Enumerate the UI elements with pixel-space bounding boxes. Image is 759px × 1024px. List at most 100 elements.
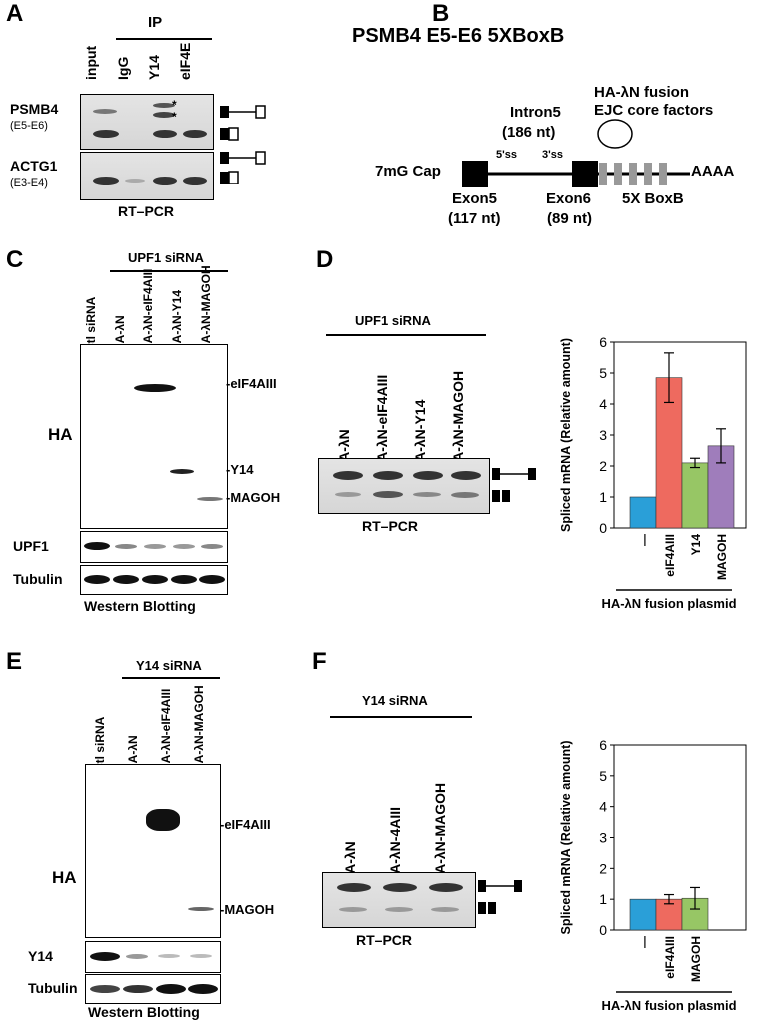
unspliced-icon [220, 105, 266, 119]
x-tick-label: eIF4AIII [663, 936, 677, 979]
band [431, 907, 459, 912]
ejc-factor-circle [597, 119, 633, 149]
band [173, 544, 195, 549]
band [156, 984, 186, 994]
panel-f-sirna: Y14 siRNA [362, 693, 428, 708]
band [188, 984, 218, 994]
band [93, 177, 119, 185]
panel-label-c: C [6, 246, 24, 273]
spliced-icon [220, 171, 239, 184]
spliced-icon [492, 490, 510, 502]
ss3-label: 3'ss [542, 149, 563, 161]
band [153, 112, 175, 118]
polya-label: AAAA [691, 163, 735, 180]
band [183, 130, 207, 138]
row-sublabel-actg1: (E3-E4) [10, 177, 48, 189]
exon5-length: (117 nt) [448, 210, 501, 227]
blot-y14 [85, 941, 221, 973]
bar [707, 445, 735, 529]
y-tick-label: 0 [599, 520, 607, 536]
y-tick-label: 3 [599, 830, 607, 846]
lane-label: HA-λN-MAGOH [199, 265, 213, 352]
band [90, 952, 120, 961]
x-tick-label: — [637, 936, 651, 948]
band [337, 883, 371, 892]
x-tick-label: Y14 [689, 534, 703, 556]
exon6-box [572, 161, 598, 187]
band [84, 542, 110, 550]
band [385, 907, 413, 912]
band [201, 544, 223, 549]
band [125, 179, 145, 183]
exon5-box [462, 161, 488, 187]
boxb-element [629, 163, 637, 185]
panel-f-footer: RT–PCR [356, 932, 413, 948]
y-tick-label: 4 [599, 396, 607, 412]
panel-label-d: D [316, 246, 334, 273]
boxb-label: 5X BoxB [622, 190, 684, 207]
band [190, 954, 212, 958]
ip-bracket-line [116, 38, 212, 40]
band [93, 130, 119, 138]
lane-label: HA-λN-MAGOH [432, 782, 448, 884]
band [451, 492, 479, 498]
fusion-label-2: EJC core factors [594, 102, 714, 119]
lane-label: HA-λN-eIF4AIII [141, 268, 155, 352]
gel-psmb4 [80, 94, 214, 150]
bar [629, 898, 657, 931]
y-axis-label: Spliced mRNA (Relative amount) [559, 338, 573, 532]
panel-e-sirna: Y14 siRNA [136, 658, 202, 673]
panel-c-footer: Western Blotting [84, 598, 196, 614]
band [142, 575, 168, 584]
sirna-bracket-line [122, 677, 220, 679]
row-label-tubulin-e: Tubulin [28, 980, 78, 996]
boxb-element [599, 163, 607, 185]
band [84, 575, 110, 584]
band [451, 471, 481, 480]
row-sublabel-psmb4: (E5-E6) [10, 120, 48, 132]
boxb-element [614, 163, 622, 185]
x-tick-label: — [637, 534, 651, 546]
band [188, 907, 214, 911]
band [115, 544, 137, 549]
construct-diagram [462, 119, 690, 187]
blot-upf1 [80, 531, 228, 563]
band [153, 177, 177, 185]
band [183, 177, 207, 185]
row-label-y14: Y14 [28, 948, 53, 964]
panel-e-footer: Western Blotting [88, 1004, 200, 1020]
band [335, 492, 361, 497]
sirna-bracket-line [110, 270, 228, 272]
band [383, 883, 417, 892]
marker-eif4aiii-c: -eIF4AIII [226, 376, 277, 391]
lane-label: HA-λN-MAGOH [450, 370, 466, 472]
lane-label-eif4e: eIF4E [177, 42, 193, 80]
cap-label: 7mG Cap [375, 163, 441, 180]
x-axis-label: HA-λN fusion plasmid [601, 596, 736, 611]
y-tick-label: 1 [599, 891, 607, 907]
star-1: * [172, 98, 177, 112]
row-label-upf1: UPF1 [13, 538, 49, 554]
y-tick-label: 6 [599, 737, 607, 753]
exon6-name: Exon6 [546, 190, 592, 207]
spliced-icon [478, 902, 496, 914]
x-tick-label: MAGOH [689, 936, 703, 982]
lane-label-igg: IgG [115, 56, 131, 80]
y-tick-label: 4 [599, 799, 607, 815]
spliced-icon [220, 127, 239, 141]
band [197, 497, 223, 501]
boxb-element [644, 163, 652, 185]
panel-label-a: A [6, 0, 24, 27]
splice-icons-d [492, 468, 536, 502]
bar [629, 496, 657, 529]
construct-title: PSMB4 E5-E6 5XBoxB [352, 25, 565, 47]
fusion-label-1: HA-λN fusion [594, 84, 689, 101]
y-tick-label: 5 [599, 365, 607, 381]
boxb-element [659, 163, 667, 185]
blot-ha-c [80, 344, 228, 529]
blot-label-ha-c: HA [48, 425, 73, 444]
band [413, 471, 443, 480]
band [373, 471, 403, 480]
intron-length: (186 nt) [502, 124, 556, 141]
